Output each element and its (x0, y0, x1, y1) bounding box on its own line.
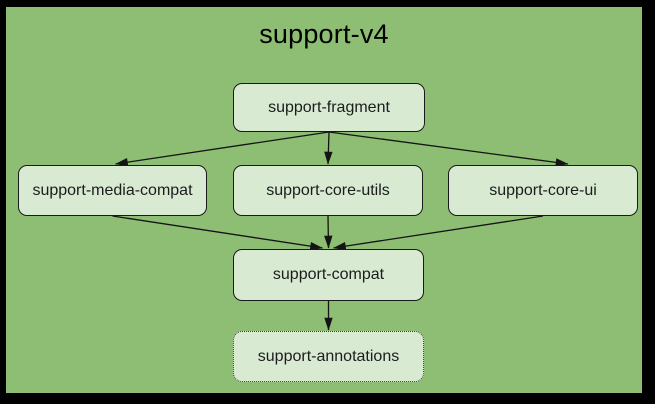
node-label: support-media-compat (32, 181, 193, 199)
edge-support-core-ui-to-support-compat (332, 215, 544, 251)
edge-support-core-utils-to-support-compat (324, 215, 333, 249)
node-support-compat: support-compat (233, 249, 424, 301)
node-support-annotations: support-annotations (233, 331, 424, 382)
edge-support-fragment-to-support-core-utils (324, 131, 333, 165)
node-label: support-compat (272, 266, 385, 283)
node-label: support-core-utils (266, 181, 390, 199)
edge-support-fragment-to-support-media-compat (114, 131, 330, 167)
node-support-media-compat: support-media-compat (18, 165, 207, 216)
diagram-title: support-v4 (259, 19, 389, 49)
node-support-core-utils: support-core-utils (233, 165, 423, 216)
diagram-canvas: support-v4 support-fragment support-medi… (6, 7, 642, 393)
node-label: support-core-ui (489, 181, 597, 199)
node-label: support-annotations (257, 347, 400, 365)
edge-support-fragment-to-support-core-ui (328, 131, 569, 167)
node-support-fragment: support-fragment (233, 83, 425, 132)
node-label: support-fragment (268, 98, 390, 116)
node-support-core-ui: support-core-ui (448, 165, 638, 216)
edge-support-media-compat-to-support-compat (112, 215, 324, 251)
